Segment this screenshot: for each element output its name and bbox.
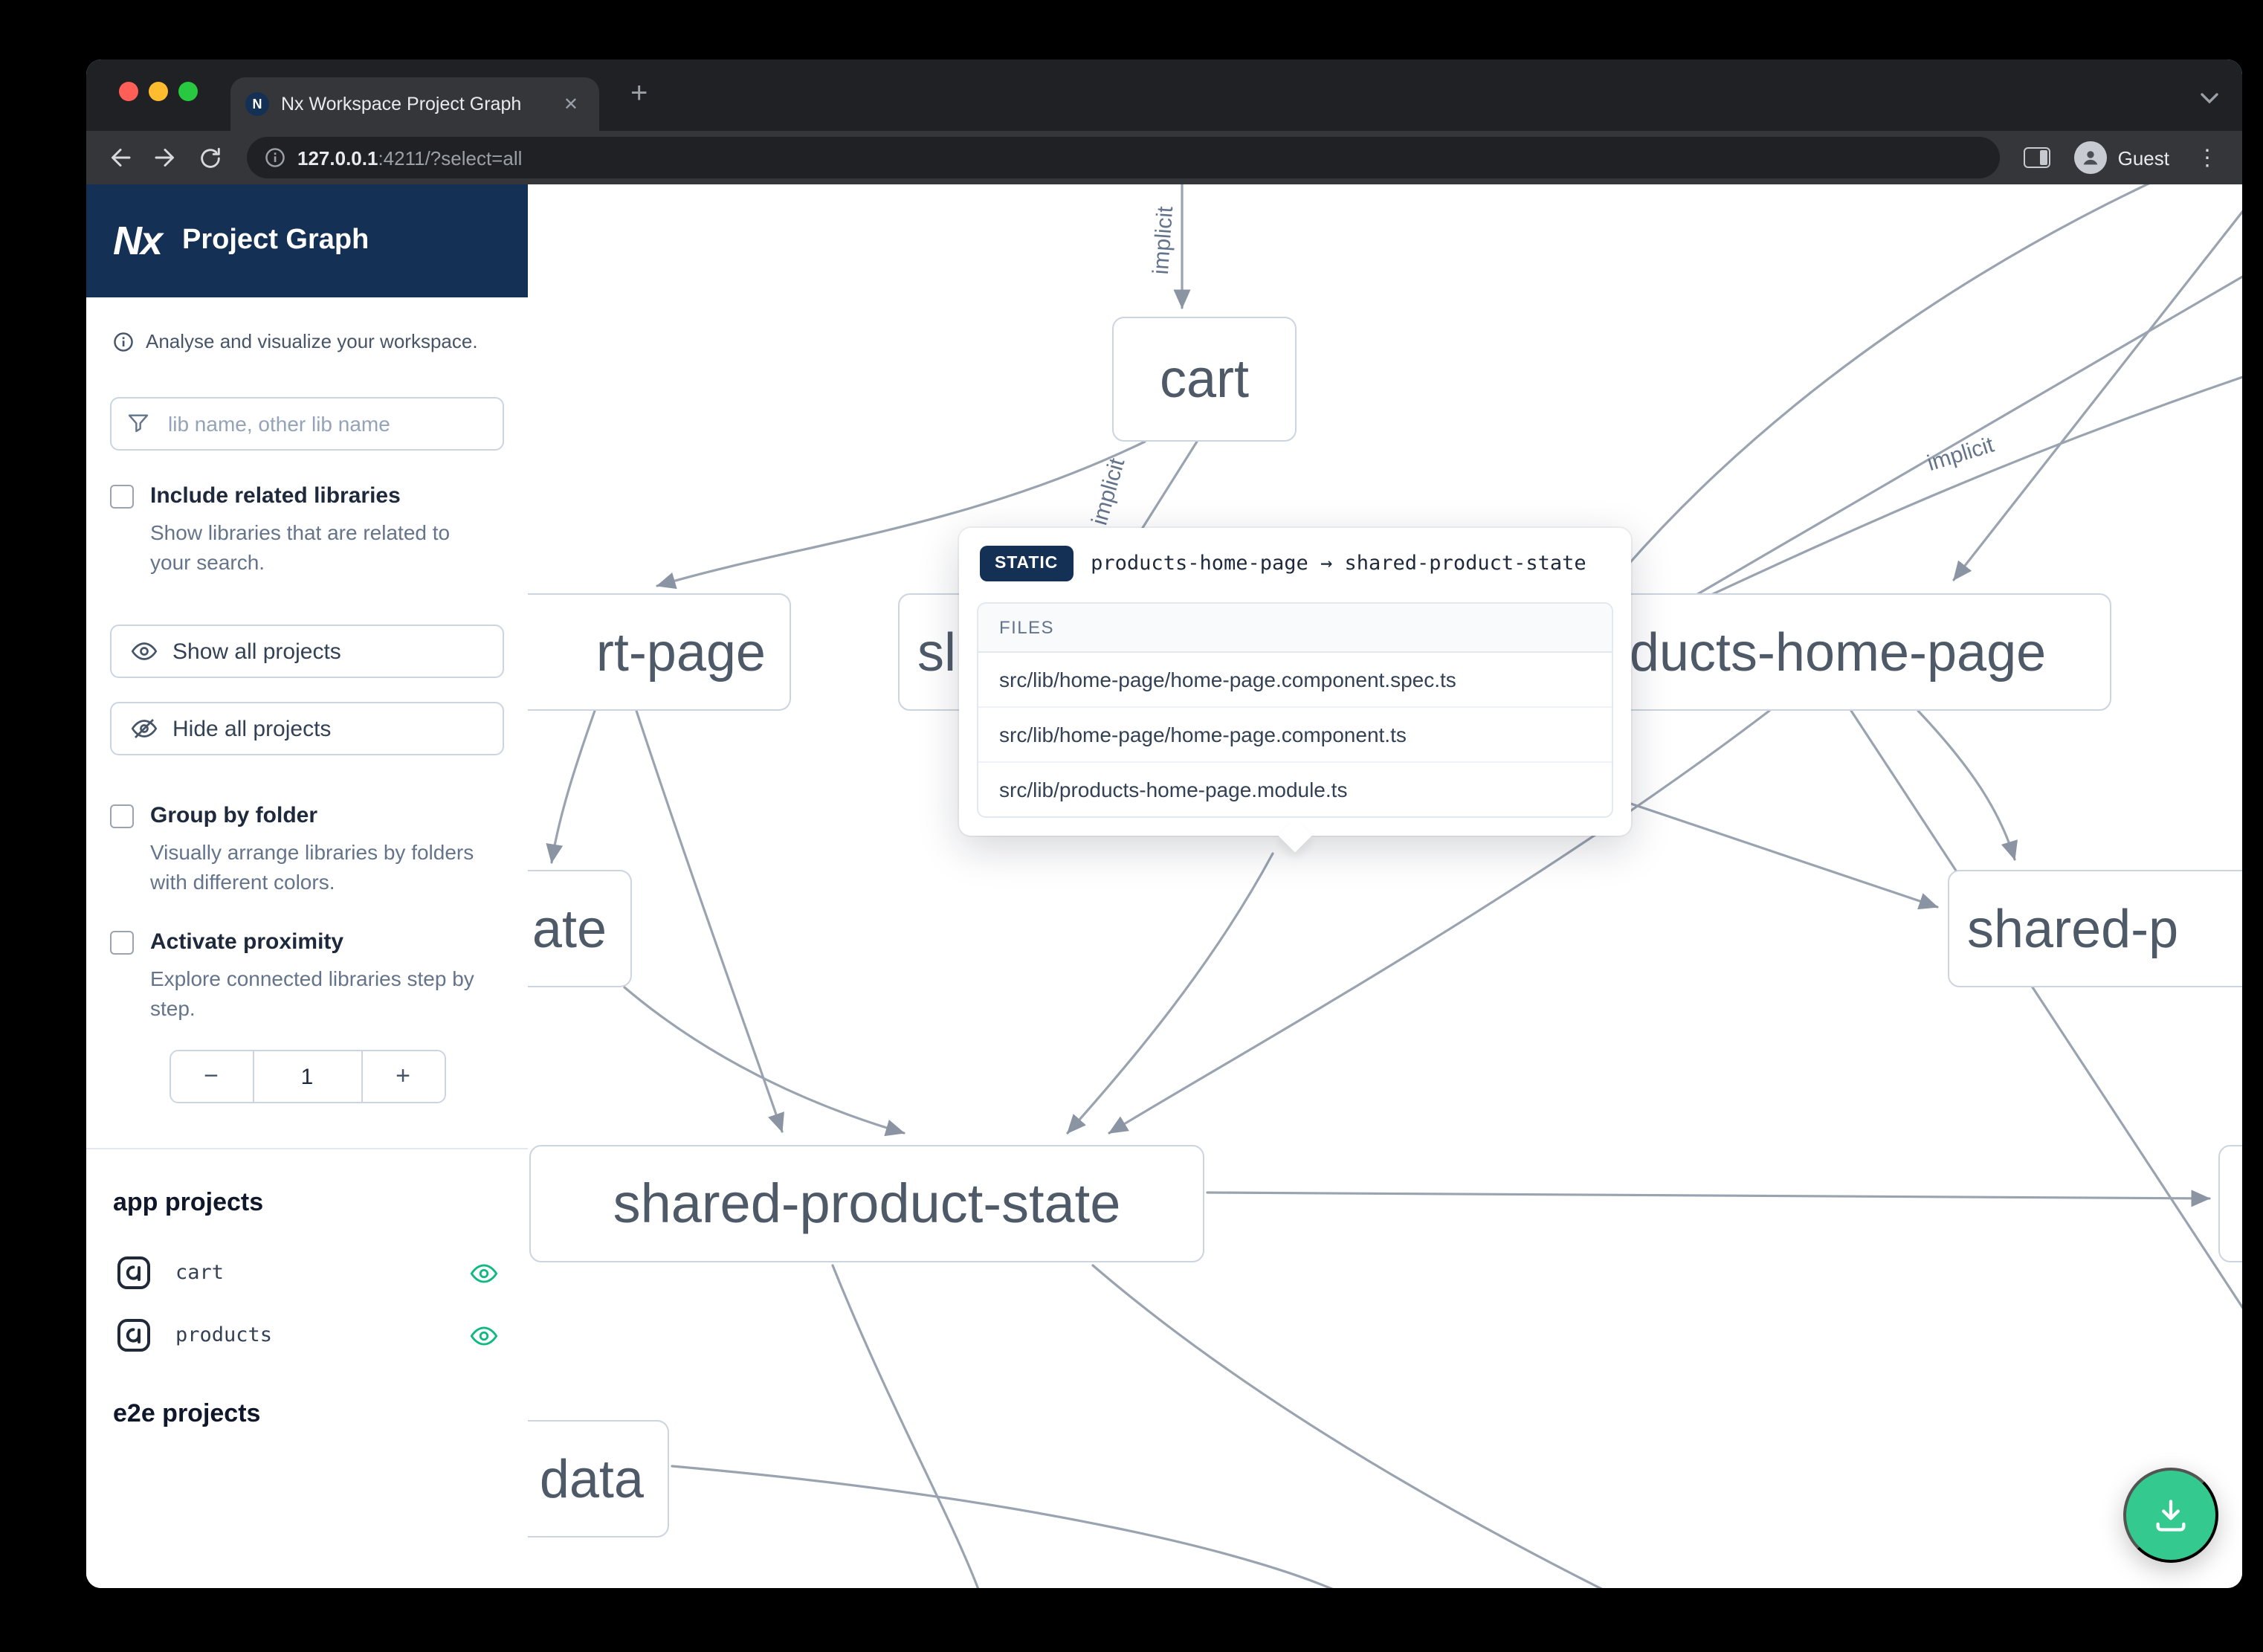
- stepper-decrement-button[interactable]: −: [170, 1051, 252, 1102]
- group-by-folder-checkbox[interactable]: [110, 804, 134, 827]
- download-image-button[interactable]: [2123, 1468, 2218, 1563]
- graph-node-shared-product-state[interactable]: shared-product-state: [529, 1145, 1204, 1262]
- browser-menu-icon[interactable]: ⋮: [2196, 146, 2218, 171]
- graph-node-cart[interactable]: cart: [1112, 317, 1297, 442]
- proximity-stepper: − 1 +: [169, 1050, 445, 1103]
- include-related-checkbox[interactable]: [110, 484, 134, 508]
- show-all-projects-button[interactable]: Show all projects: [110, 625, 504, 678]
- tagline-text: Analyse and visualize your workspace.: [146, 330, 478, 352]
- edge-label-implicit: implicit: [1149, 205, 1178, 275]
- project-icon: [116, 1255, 152, 1291]
- edge-relation-text: products-home-page → shared-product-stat…: [1091, 552, 1586, 575]
- back-icon[interactable]: [101, 138, 140, 177]
- project-name: cart: [175, 1261, 225, 1285]
- url-bar[interactable]: 127.0.0.1:4211/?select=all: [247, 137, 2001, 178]
- avatar-icon: [2074, 141, 2108, 174]
- edge-files-panel: FILES src/lib/home-page/home-page.compon…: [977, 602, 1613, 818]
- e2e-projects-heading: e2e projects: [113, 1399, 261, 1427]
- edge-tooltip: STATIC products-home-page → shared-produ…: [959, 528, 1631, 853]
- download-icon: [2156, 1500, 2186, 1532]
- search-input[interactable]: [110, 397, 504, 451]
- edge-label-implicit: implicit: [1087, 455, 1129, 528]
- eye-off-icon: [131, 719, 158, 738]
- browser-window: N Nx Workspace Project Graph ✕ +: [86, 59, 2242, 1588]
- include-related-group: Include related libraries Show libraries…: [110, 483, 504, 577]
- url-path: :4211/?select=all: [378, 146, 523, 169]
- graph-node-shared-p[interactable]: shared-p: [1948, 870, 2242, 987]
- eye-icon: [131, 642, 158, 660]
- forward-icon[interactable]: [146, 138, 184, 177]
- graph-node-partial[interactable]: [2218, 1145, 2242, 1262]
- app-projects-heading: app projects: [113, 1188, 264, 1216]
- project-row-cart[interactable]: cart: [86, 1242, 528, 1304]
- file-path: src/lib/products-home-page.module.ts: [978, 761, 1612, 816]
- sidebar: Nx Project Graph Analyse and visualize y…: [86, 184, 528, 1588]
- project-icon: [116, 1317, 152, 1353]
- file-path: src/lib/home-page/home-page.component.sp…: [978, 653, 1612, 706]
- edge-type-badge: STATIC: [980, 546, 1074, 581]
- side-panel-icon[interactable]: [2018, 138, 2057, 177]
- show-all-label: Show all projects: [172, 639, 341, 664]
- minimize-window-button[interactable]: [149, 82, 168, 101]
- profile-name: Guest: [2117, 146, 2169, 169]
- stepper-value[interactable]: 1: [252, 1051, 362, 1102]
- project-name: products: [175, 1323, 273, 1347]
- filter-icon: [128, 414, 149, 433]
- sidebar-divider: [86, 1148, 528, 1149]
- tab-strip: N Nx Workspace Project Graph ✕ +: [86, 59, 2242, 131]
- site-info-icon[interactable]: [265, 147, 285, 168]
- focus-eye-icon[interactable]: [470, 1259, 498, 1287]
- hide-all-label: Hide all projects: [172, 716, 332, 741]
- tab-title: Nx Workspace Project Graph: [281, 94, 522, 114]
- group-by-folder-label: Group by folder: [150, 803, 317, 828]
- focus-eye-icon[interactable]: [470, 1321, 498, 1349]
- group-by-folder-group: Group by folder Visually arrange librari…: [110, 803, 504, 897]
- project-row-products[interactable]: products: [86, 1304, 528, 1367]
- stepper-increment-button[interactable]: +: [362, 1051, 444, 1102]
- files-heading: FILES: [978, 604, 1612, 653]
- page-title: Project Graph: [182, 225, 369, 256]
- workspace-tagline: Analyse and visualize your workspace.: [113, 330, 501, 352]
- project-list: cart products: [86, 1242, 528, 1367]
- file-path: src/lib/home-page/home-page.component.ts: [978, 706, 1612, 761]
- activate-proximity-label: Activate proximity: [150, 929, 344, 955]
- activate-proximity-group: Activate proximity Explore connected lib…: [110, 929, 504, 1023]
- project-graph-canvas: implicit implicit implicit cart rt-page …: [86, 184, 2242, 1588]
- tab-close-icon[interactable]: ✕: [563, 94, 578, 114]
- tab-search-chevron-icon[interactable]: [2201, 85, 2218, 112]
- include-related-label: Include related libraries: [150, 483, 401, 509]
- tab-favicon-icon: N: [245, 92, 269, 116]
- include-related-description: Show libraries that are related to your …: [150, 520, 451, 574]
- info-icon: [114, 332, 133, 351]
- edge-tooltip-header: STATIC products-home-page → shared-produ…: [959, 528, 1631, 599]
- reload-icon[interactable]: [190, 138, 229, 177]
- filter-search: [110, 397, 504, 451]
- zoom-window-button[interactable]: [178, 82, 198, 101]
- edge-label-implicit: implicit: [1925, 433, 1998, 477]
- activate-proximity-checkbox[interactable]: [110, 930, 134, 954]
- browser-tab[interactable]: N Nx Workspace Project Graph ✕: [230, 77, 599, 131]
- new-tab-button[interactable]: +: [630, 77, 648, 110]
- browser-toolbar: 127.0.0.1:4211/?select=all Guest ⋮: [86, 131, 2242, 184]
- url-host: 127.0.0.1: [297, 146, 378, 169]
- sidebar-header: Nx Project Graph: [86, 184, 528, 297]
- group-by-folder-description: Visually arrange libraries by folders wi…: [150, 840, 474, 894]
- nx-logo: Nx: [113, 218, 163, 262]
- hide-all-projects-button[interactable]: Hide all projects: [110, 702, 504, 755]
- close-window-button[interactable]: [119, 82, 138, 101]
- graph-edges: implicit implicit implicit: [546, 184, 2242, 1588]
- activate-proximity-description: Explore connected libraries step by step…: [150, 967, 474, 1020]
- profile-chip[interactable]: Guest: [2063, 141, 2181, 174]
- url-text: 127.0.0.1:4211/?select=all: [297, 146, 522, 169]
